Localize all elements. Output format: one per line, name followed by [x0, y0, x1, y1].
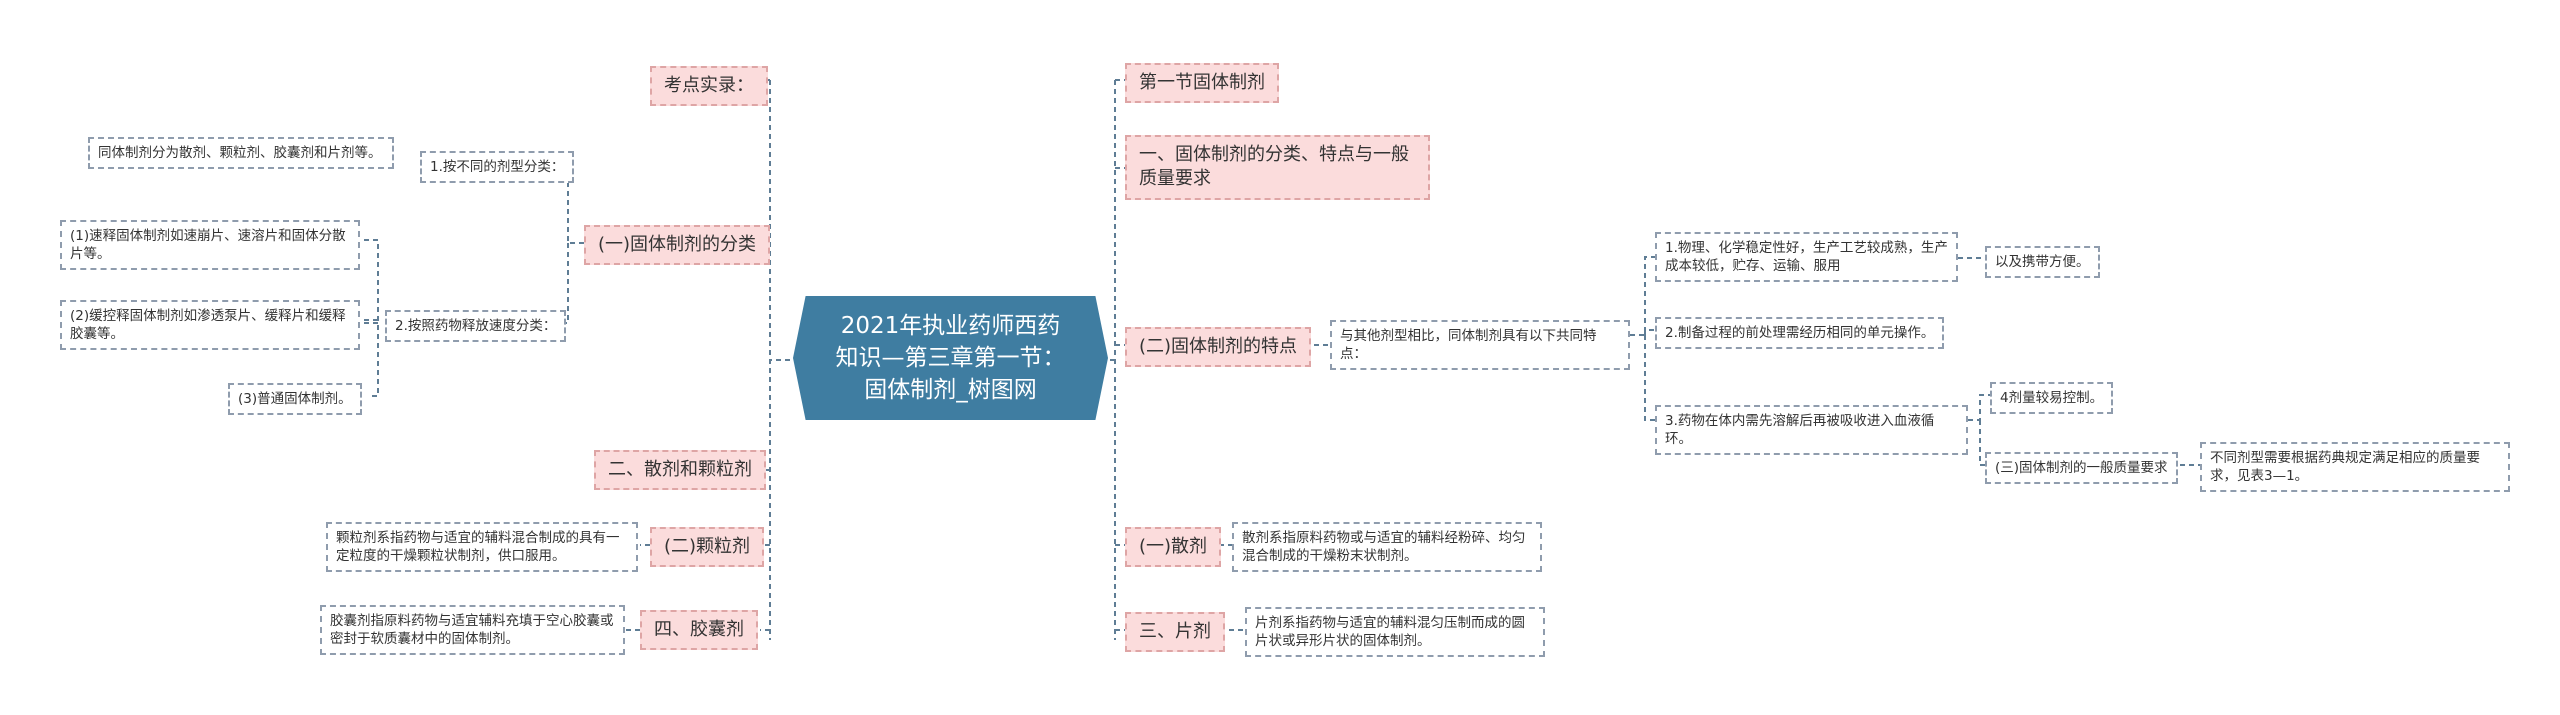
note-granule[interactable]: 颗粒剂系指药物与适宜的辅料混合制成的具有一定粒度的干燥颗粒状制剂，供口服用。 [326, 522, 638, 573]
note-release-3-text: (3)普通固体制剂。 [238, 391, 352, 407]
topic-powder-granule[interactable]: 二、散剂和颗粒剂 [594, 450, 766, 491]
topic-section1[interactable]: 第一节固体制剂 [1125, 63, 1279, 104]
subtopic-by-form[interactable]: 1.按不同的剂型分类： [420, 151, 575, 184]
topic-classify-label: (一)固体制剂的分类 [598, 234, 757, 255]
note-release-3[interactable]: (3)普通固体制剂。 [228, 383, 362, 416]
feature-2[interactable]: 2.制备过程的前处理需经历相同的单元操作。 [1655, 317, 1945, 350]
topic-tablet[interactable]: 三、片剂 [1125, 612, 1225, 653]
subtopic-by-release-label: 2.按照药物释放速度分类： [395, 318, 557, 334]
feature-1-cont[interactable]: 以及携带方便。 [1985, 246, 2100, 279]
topic-capsule[interactable]: 四、胶囊剂 [640, 610, 758, 651]
root-title: 2021年执业药师西药知识—第三章第一节：固体制剂_树图网 [835, 312, 1066, 404]
feature-4[interactable]: 4剂量较易控制。 [1990, 382, 2114, 415]
topic-capsule-label: 四、胶囊剂 [654, 619, 744, 640]
note-features-intro[interactable]: 与其他剂型相比，同体制剂具有以下共同特点： [1330, 320, 1630, 371]
note-release-1[interactable]: (1)速释固体制剂如速崩片、速溶片和固体分散片等。 [60, 220, 360, 271]
topic-features-label: (二)固体制剂的特点 [1139, 336, 1298, 357]
feature-3-text: 3.药物在体内需先溶解后再被吸收进入血液循环。 [1665, 413, 1935, 448]
note-tablet-text: 片剂系指药物与适宜的辅料混匀压制而成的圆片状或异形片状的固体制剂。 [1255, 615, 1525, 650]
topic-kaodian-label: 考点实录： [664, 75, 754, 96]
feature-3[interactable]: 3.药物在体内需先溶解后再被吸收进入血液循环。 [1655, 405, 1968, 456]
feature-1-text: 1.物理、化学稳定性好，生产工艺较成熟，生产成本较低，贮存、运输、服用 [1665, 240, 1948, 275]
note-quality[interactable]: 不同剂型需要根据药典规定满足相应的质量要求，见表3—1。 [2200, 442, 2510, 493]
note-tablet[interactable]: 片剂系指药物与适宜的辅料混匀压制而成的圆片状或异形片状的固体制剂。 [1245, 607, 1545, 658]
topic-powder[interactable]: (一)散剂 [1125, 527, 1222, 568]
subtopic-by-form-label: 1.按不同的剂型分类： [430, 159, 565, 175]
topic-features[interactable]: (二)固体制剂的特点 [1125, 327, 1312, 368]
note-features-intro-text: 与其他剂型相比，同体制剂具有以下共同特点： [1340, 328, 1597, 363]
topic-granule[interactable]: (二)颗粒剂 [650, 527, 765, 568]
topic-section1-label: 第一节固体制剂 [1139, 72, 1265, 93]
note-release-2[interactable]: (2)缓控释固体制剂如渗透泵片、缓释片和缓释胶囊等。 [60, 300, 360, 351]
note-quality-text: 不同剂型需要根据药典规定满足相应的质量要求，见表3—1。 [2210, 450, 2480, 485]
note-release-1-text: (1)速释固体制剂如速崩片、速溶片和固体分散片等。 [70, 228, 346, 263]
topic-intro-label: 一、固体制剂的分类、特点与一般质量要求 [1139, 144, 1409, 190]
feature-2-text: 2.制备过程的前处理需经历相同的单元操作。 [1665, 325, 1935, 341]
feature-1-cont-text: 以及携带方便。 [1995, 254, 2090, 270]
topic-classify[interactable]: (一)固体制剂的分类 [584, 225, 771, 266]
note-powder[interactable]: 散剂系指原料药物或与适宜的辅料经粉碎、均匀混合制成的干燥粉末状制剂。 [1232, 522, 1542, 573]
topic-kaodian[interactable]: 考点实录： [650, 66, 768, 107]
topic-intro[interactable]: 一、固体制剂的分类、特点与一般质量要求 [1125, 135, 1430, 200]
subtopic-by-release[interactable]: 2.按照药物释放速度分类： [385, 310, 567, 343]
topic-granule-label: (二)颗粒剂 [664, 536, 751, 557]
note-release-2-text: (2)缓控释固体制剂如渗透泵片、缓释片和缓释胶囊等。 [70, 308, 346, 343]
note-powder-text: 散剂系指原料药物或与适宜的辅料经粉碎、均匀混合制成的干燥粉末状制剂。 [1242, 530, 1526, 565]
note-by-form-text: 同体制剂分为散剂、颗粒剂、胶囊剂和片剂等。 [98, 145, 382, 161]
root-topic[interactable]: 2021年执业药师西药知识—第三章第一节：固体制剂_树图网 [793, 296, 1108, 420]
note-capsule[interactable]: 胶囊剂指原料药物与适宜辅料充填于空心胶囊或密封于软质囊材中的固体制剂。 [320, 605, 625, 656]
feature-1[interactable]: 1.物理、化学稳定性好，生产工艺较成熟，生产成本较低，贮存、运输、服用 [1655, 232, 1958, 283]
note-granule-text: 颗粒剂系指药物与适宜的辅料混合制成的具有一定粒度的干燥颗粒状制剂，供口服用。 [336, 530, 620, 565]
topic-powder-granule-label: 二、散剂和颗粒剂 [608, 459, 752, 480]
note-by-form[interactable]: 同体制剂分为散剂、颗粒剂、胶囊剂和片剂等。 [88, 137, 394, 170]
note-capsule-text: 胶囊剂指原料药物与适宜辅料充填于空心胶囊或密封于软质囊材中的固体制剂。 [330, 613, 614, 648]
subtopic-quality-req[interactable]: (三)固体制剂的一般质量要求 [1985, 452, 2178, 485]
topic-tablet-label: 三、片剂 [1139, 621, 1211, 642]
feature-4-text: 4剂量较易控制。 [2000, 390, 2104, 406]
topic-powder-label: (一)散剂 [1139, 536, 1208, 557]
subtopic-quality-req-label: (三)固体制剂的一般质量要求 [1995, 460, 2168, 476]
